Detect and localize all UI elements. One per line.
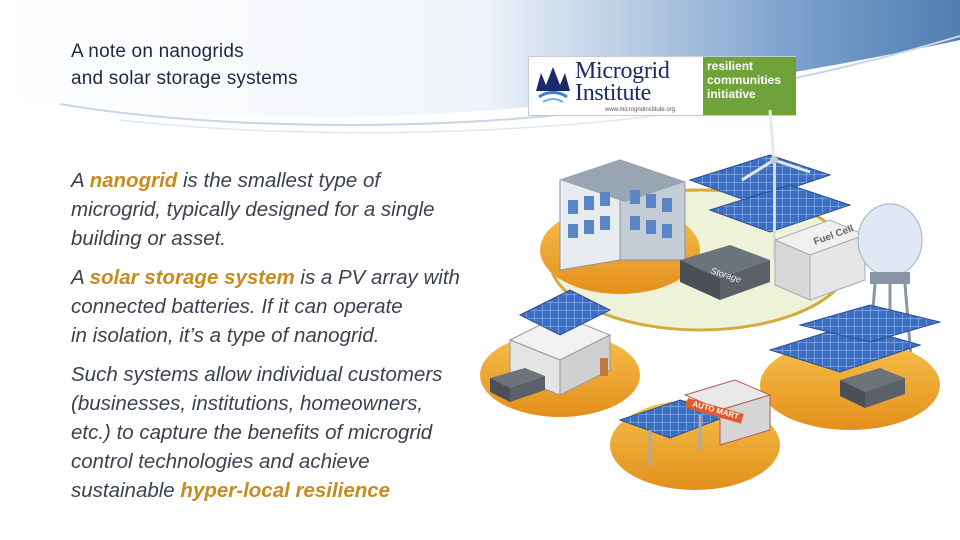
logo-tagline-box: resilient communities initiative: [703, 57, 796, 115]
term-solar-storage-system: solar storage system: [89, 266, 295, 289]
p3-text: Such systems allow individual customers …: [71, 363, 443, 473]
p2-prefix: A: [71, 266, 90, 289]
paragraph-nanogrid: A nanogrid is the smallest type of micro…: [71, 166, 461, 253]
solar-array-right: [768, 304, 942, 373]
logo-wordmark-area: Microgrid Institute www.microgridinstitu…: [529, 57, 703, 115]
storage-box-main: Storage: [680, 245, 770, 300]
logo-name: Microgrid Institute: [575, 58, 670, 106]
body-text: A nanogrid is the smallest type of micro…: [71, 166, 461, 515]
logo-tagline-line-3: initiative: [707, 87, 756, 101]
storage-box-house: [490, 368, 545, 402]
fuel-cell-unit: Fuel Cell: [773, 219, 867, 301]
logo-tagline: resilient communities initiative: [707, 59, 781, 101]
logo-tagline-line-1: resilient: [707, 59, 754, 73]
p2-suffix: is a PV array with connected batteries. …: [71, 266, 460, 318]
term-hyper-local-resilience: hyper-local resilience: [180, 479, 391, 502]
slide-title-line-2: and solar storage systems: [71, 68, 298, 89]
logo-name-line-1: Microgrid: [575, 58, 670, 84]
p1-prefix: A: [71, 169, 90, 192]
crown-icon: [536, 67, 570, 103]
term-nanogrid: nanogrid: [89, 169, 178, 192]
p2-line-2: in isolation, it’s a type of nanogrid.: [71, 324, 380, 347]
storage-box-right: [840, 368, 905, 408]
p3-cut-text: sustainable: [71, 479, 181, 502]
p1-suffix: is the smallest type of microgrid, typic…: [71, 169, 435, 250]
slide-title-line-1: A note on nanogrids: [71, 41, 244, 62]
auto-mart-store: AUTO MART: [683, 379, 772, 446]
slide-title: A note on nanogrids and solar storage sy…: [71, 38, 491, 92]
microgrid-illustration: Storage Fuel Cell: [480, 110, 942, 490]
logo-url: www.microgridinstitute.org: [605, 107, 676, 113]
microgrid-institute-logo: Microgrid Institute www.microgridinstitu…: [528, 56, 796, 116]
house: [508, 289, 612, 396]
wind-turbine: [741, 110, 811, 260]
office-building: [559, 159, 686, 271]
logo-name-line-2: Institute: [575, 80, 651, 106]
logo-tagline-line-2: communities: [707, 73, 782, 87]
paragraph-solar-storage: A solar storage system is a PV array wit…: [71, 263, 461, 350]
paragraph-benefits: Such systems allow individual customers …: [71, 360, 461, 505]
